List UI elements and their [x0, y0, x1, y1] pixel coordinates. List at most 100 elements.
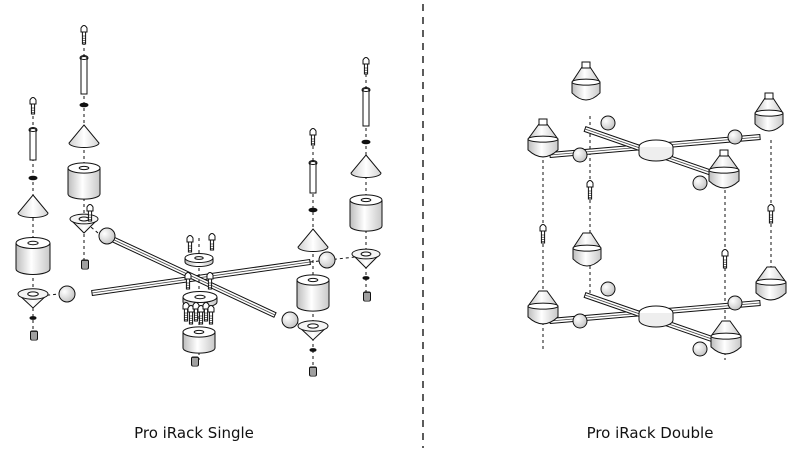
rod	[79, 55, 89, 95]
damper-cup	[710, 320, 742, 355]
bolt-head	[309, 128, 317, 136]
ball-end	[572, 147, 588, 163]
foot-screw	[363, 291, 371, 302]
cone-hole	[307, 323, 319, 329]
damper-cup	[708, 149, 740, 189]
rod	[308, 160, 318, 194]
washer	[309, 348, 317, 352]
cone-cup	[69, 213, 99, 234]
cylinder	[184, 253, 214, 267]
cone-hole	[360, 251, 372, 257]
damper-cup	[527, 118, 559, 158]
damper-rim	[708, 166, 740, 174]
damper-cup	[572, 232, 602, 267]
cone-hole	[78, 216, 90, 222]
cylinder-side	[15, 243, 51, 275]
washer	[28, 175, 38, 181]
cone-cup	[17, 288, 49, 309]
bolt	[206, 272, 214, 290]
bolt-head	[184, 272, 192, 280]
damper-rim	[572, 244, 602, 252]
cylinder	[15, 237, 51, 275]
damper-cap	[764, 92, 774, 100]
damper-rim	[527, 302, 559, 310]
cone-spike	[350, 154, 382, 178]
bolt-shaft	[187, 241, 193, 253]
cylinder-side	[67, 168, 101, 200]
rod-body	[309, 163, 317, 194]
damper-rim	[755, 278, 787, 286]
ball-end	[281, 311, 299, 329]
bolt	[208, 233, 216, 251]
cone-body	[350, 154, 382, 178]
cone-body	[17, 194, 49, 218]
cone-body	[68, 124, 100, 148]
bolt	[29, 97, 37, 115]
cylinder-side	[296, 280, 330, 312]
washer	[308, 207, 318, 213]
cylinder-hole	[307, 277, 319, 283]
bolt	[539, 224, 547, 244]
rod-body	[29, 130, 37, 161]
bolt-shaft	[209, 239, 215, 251]
cone-spike	[68, 124, 100, 148]
damper-cup	[527, 290, 559, 325]
bolt-head	[29, 97, 37, 105]
ball-end	[692, 175, 708, 191]
cylinder	[349, 194, 383, 232]
bolt	[184, 272, 192, 290]
bolt	[192, 302, 200, 322]
cone-hole	[27, 291, 39, 297]
ball-end	[692, 341, 708, 357]
damper-cap	[719, 149, 729, 157]
ball-end	[98, 227, 116, 245]
rod-top	[362, 88, 370, 92]
ball-end	[600, 281, 616, 297]
cone-cup	[351, 248, 381, 269]
rod-top	[29, 128, 37, 132]
cone-spike	[17, 194, 49, 218]
bolt	[86, 204, 94, 222]
bolt	[80, 25, 88, 45]
cylinder-hole	[194, 256, 204, 260]
bolt-head	[206, 272, 214, 280]
hub-side	[638, 313, 674, 328]
bolt-head	[767, 204, 775, 212]
foot-screw	[30, 330, 38, 341]
cylinder	[182, 326, 216, 354]
guide-line	[309, 256, 356, 263]
bolt	[767, 204, 775, 224]
ball-end	[58, 285, 76, 303]
arm-edge	[109, 237, 276, 316]
ball-end	[600, 115, 616, 131]
bolt	[721, 249, 729, 269]
rod-top	[80, 56, 88, 60]
pro-irack-single-diagram	[15, 25, 383, 377]
damper-rim	[710, 332, 742, 340]
cylinder	[182, 291, 218, 308]
bolt-shaft	[207, 278, 213, 290]
damper-cup	[754, 92, 784, 132]
bolt-head	[186, 235, 194, 243]
rod-body	[80, 58, 88, 95]
bolt-head	[362, 57, 370, 65]
rod-body	[362, 90, 370, 127]
damper-cup	[755, 266, 787, 301]
washer	[362, 276, 370, 280]
ball-end	[727, 129, 743, 145]
bolt-head	[539, 224, 547, 232]
ball-end	[572, 313, 588, 329]
cylinder-hole	[78, 165, 90, 171]
washer	[361, 139, 371, 145]
washer	[29, 316, 37, 320]
bolt-shaft	[363, 63, 369, 75]
bolt	[586, 180, 594, 200]
cylinder-hole	[194, 294, 206, 300]
cylinder-hole	[27, 240, 39, 246]
bolt	[309, 128, 317, 146]
hub-side	[638, 147, 674, 162]
cylinder-hole	[193, 329, 205, 335]
bolt	[207, 305, 215, 325]
rod	[361, 87, 371, 127]
damper-rim	[571, 78, 601, 86]
